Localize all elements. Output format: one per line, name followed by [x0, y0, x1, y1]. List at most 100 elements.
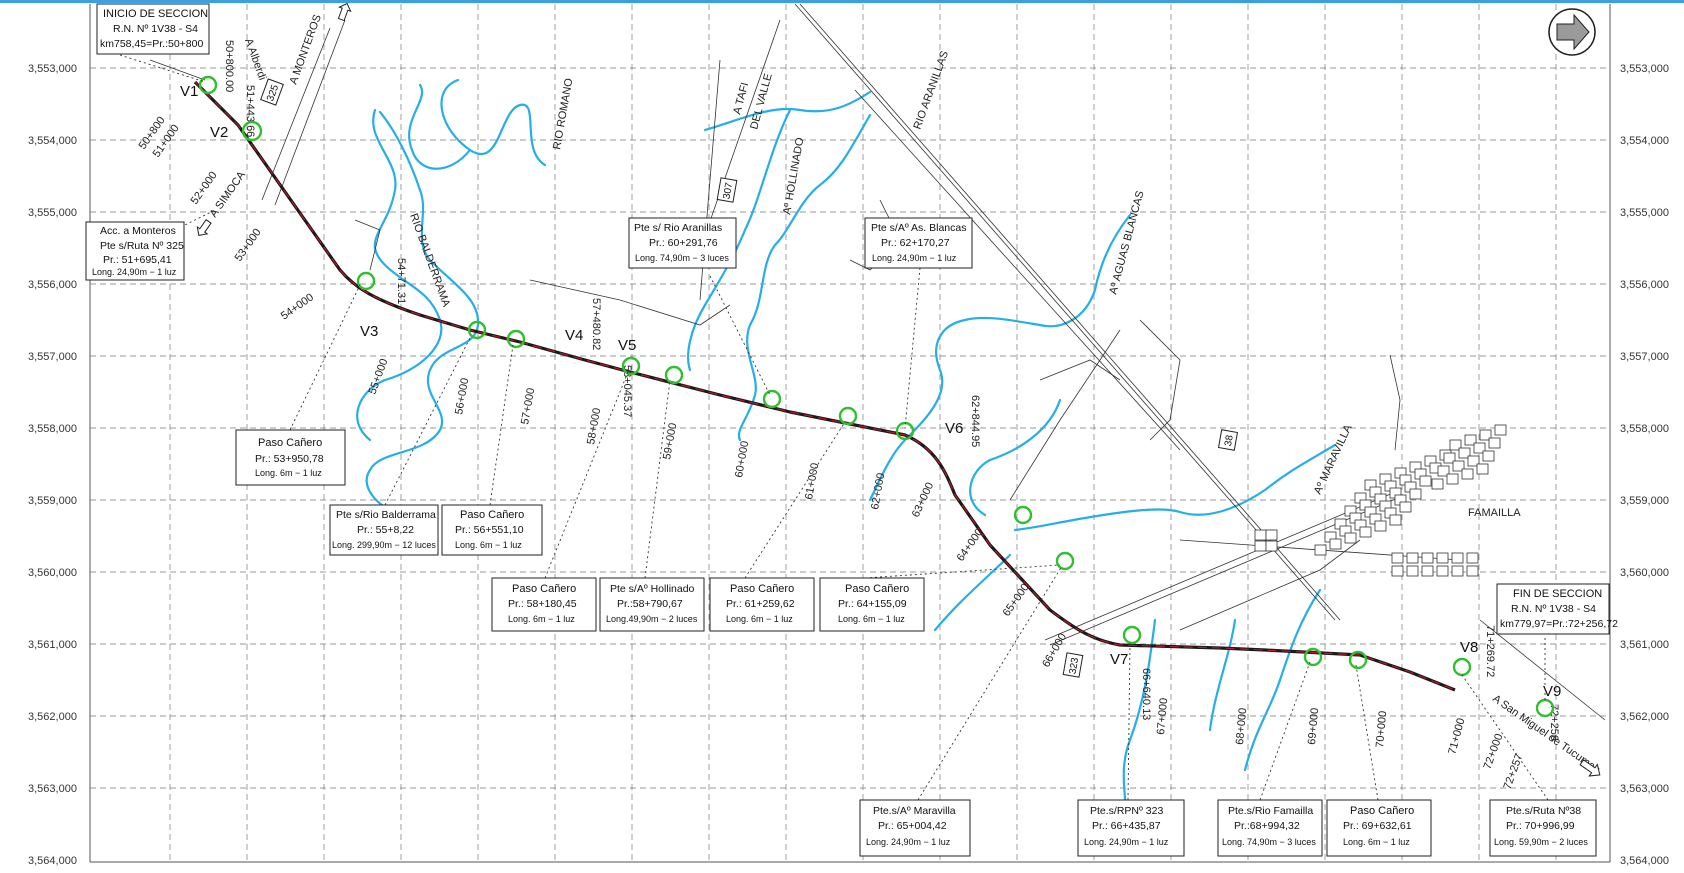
svg-text:Pr.: 62+170,27: Pr.: 62+170,27 — [881, 237, 950, 249]
vertex-label: V2 — [210, 124, 228, 141]
town-block — [1254, 529, 1267, 541]
label-maravilla: Aº MARAVILLA — [1312, 422, 1355, 496]
town-block — [1265, 540, 1278, 552]
structure-marker — [1055, 551, 1075, 571]
town-block — [1482, 450, 1495, 462]
box-aranillas: Pte s/ Rio Aranillas Pr.: 60+291,76 Long… — [628, 217, 737, 269]
north-arrow-icon — [1548, 8, 1596, 56]
svg-text:Long. 24,90m − 1 luz: Long. 24,90m − 1 luz — [1084, 837, 1169, 847]
town-block — [1466, 552, 1479, 564]
town-block — [1389, 514, 1402, 526]
svg-text:Pr.: 66+435,87: Pr.: 66+435,87 — [1092, 820, 1161, 832]
structure-marker — [621, 356, 641, 376]
svg-text:Paso Cañero: Paso Cañero — [730, 583, 794, 595]
svg-text:Long. 74,90m − 3 luces: Long. 74,90m − 3 luces — [635, 253, 729, 263]
box-canero-53: Paso Cañero Pr.: 53+950,78 Long. 6m − 1 … — [235, 429, 346, 486]
rio-romano — [408, 78, 547, 170]
svg-text:Long. 24,90m − 1 luz: Long. 24,90m − 1 luz — [92, 267, 177, 277]
vertex-labels: V1 V2 V3 V4 V5 V6 V7 V8 V9 — [180, 83, 1561, 700]
town-block — [1436, 565, 1449, 577]
water-courses — [356, 78, 1337, 802]
vertex-stations: 50+800.00 51+443.66 54+71.31 57+480.82 5… — [223, 40, 1560, 741]
coord-left: 3,564,000 — [28, 855, 77, 867]
station-v8: 71+269.72 — [1484, 625, 1496, 677]
svg-text:Paso Cañero: Paso Cañero — [258, 437, 322, 449]
box-maravilla: Pte.s/Aº Maravilla Pr.: 65+004,42 Long. … — [859, 799, 971, 857]
coord-right: 3,556,000 — [1620, 279, 1669, 291]
coord-left: 3,563,000 — [28, 783, 77, 795]
map-grid — [89, 4, 1611, 863]
town-block — [1391, 565, 1404, 577]
svg-text:Paso Cañero: Paso Cañero — [512, 583, 576, 595]
label-aguas-blancas: Aº AGUAS BLANCAS — [1107, 190, 1146, 296]
station-v7: 66+640.13 — [1140, 668, 1152, 720]
svg-text:Paso Cañero: Paso Cañero — [845, 583, 909, 595]
svg-text:Paso Cañero: Paso Cañero — [1350, 805, 1414, 817]
box-rpn323: Pte.s/RPNº 323 Pr.: 66+435,87 Long. 24,9… — [1077, 799, 1185, 857]
svg-text:km758,45=Pr.:50+800: km758,45=Pr.:50+800 — [100, 38, 203, 50]
coord-left: 3,557,000 — [28, 351, 77, 363]
vertex-label: V6 — [945, 420, 963, 437]
vertex-label: V5 — [618, 337, 636, 354]
box-ruta38: Pte.s/Ruta Nº38 Pr.: 70+996,99 Long. 59,… — [1489, 799, 1597, 857]
structure-marker — [198, 75, 218, 95]
town-block — [1421, 552, 1434, 564]
town-block — [1461, 468, 1474, 480]
town-block — [1406, 552, 1419, 564]
town-block — [1399, 501, 1412, 513]
svg-text:Pr.: 65+004,42: Pr.: 65+004,42 — [878, 820, 947, 832]
station-v6: 62+844.95 — [969, 395, 981, 447]
coord-right: 3,558,000 — [1620, 423, 1669, 435]
structure-marker — [762, 389, 782, 409]
town-block — [1458, 447, 1471, 459]
coord-left: 3,555,000 — [28, 207, 77, 219]
svg-text:Long. 59,90m − 2 luces: Long. 59,90m − 2 luces — [1494, 837, 1588, 847]
svg-text:Long. 6m − 1 luz: Long. 6m − 1 luz — [1343, 837, 1410, 847]
pk-label: 64+000 — [955, 527, 986, 564]
vertex-label: V7 — [1110, 651, 1128, 668]
top-accent-bar — [0, 0, 1684, 3]
maravilla-east — [1013, 443, 1337, 532]
svg-text:Pr.: 61+259,62: Pr.: 61+259,62 — [726, 598, 795, 610]
town-block — [1488, 437, 1501, 449]
vertex-label: V8 — [1460, 639, 1478, 656]
svg-text:Pr.:58+790,67: Pr.:58+790,67 — [617, 598, 683, 610]
svg-text:Pr.: 51+695,41: Pr.: 51+695,41 — [103, 254, 172, 266]
vertex-label: V4 — [565, 327, 583, 344]
box-fin: FIN DE SECCION R.N. Nº 1V38 - S4 km779,9… — [1496, 583, 1618, 635]
rio-aranillas — [737, 113, 872, 442]
structure-marker — [664, 365, 684, 385]
town-block — [1467, 455, 1480, 467]
station-v5: 58+045.37 — [621, 365, 633, 417]
coord-right: 3,553,000 — [1620, 63, 1669, 75]
svg-text:Pte s/Aº Hollinado: Pte s/Aº Hollinado — [610, 583, 695, 595]
pk-label: 56+000 — [453, 377, 471, 416]
structure-marker — [467, 320, 487, 340]
pk-label: 67+000 — [1155, 697, 1170, 735]
stream-bottom-1 — [1122, 618, 1157, 802]
svg-text:Pr.:68+994,32: Pr.:68+994,32 — [1234, 820, 1300, 832]
pk-label: 72+257 — [1502, 752, 1526, 791]
box-canero-69: Paso Cañero Pr.: 69+632,61 Long. 6m − 1 … — [1326, 799, 1432, 857]
town-block — [1329, 538, 1342, 550]
svg-text:Pte.s/Rio Famailla: Pte.s/Rio Famailla — [1228, 805, 1313, 817]
town-block — [1436, 552, 1449, 564]
town-block — [1374, 520, 1387, 532]
coord-left: 3,556,000 — [28, 279, 77, 291]
direction-arrow-simoca-icon — [196, 219, 212, 236]
svg-text:Pr.: 69+632,61: Pr.: 69+632,61 — [1343, 820, 1412, 832]
pk-label: 62+000 — [869, 472, 887, 511]
rio-famailla — [1243, 588, 1322, 772]
town-block — [1437, 465, 1450, 477]
map-labels: A Alberdi A MONTEROS A SIMOCA RIO ROMANO… — [208, 13, 1603, 776]
pk-label: 55+000 — [367, 357, 391, 396]
label-monteros: A MONTEROS — [288, 13, 324, 86]
svg-text:Pte.s/RPNº 323: Pte.s/RPNº 323 — [1090, 805, 1163, 817]
svg-text:307: 307 — [721, 181, 735, 200]
town-block — [1476, 463, 1489, 475]
town-block — [1466, 565, 1479, 577]
svg-text:Pr.: 60+291,76: Pr.: 60+291,76 — [649, 237, 718, 249]
pk-label: 72+000 — [1482, 732, 1506, 771]
coord-right: 3,561,000 — [1620, 639, 1669, 651]
